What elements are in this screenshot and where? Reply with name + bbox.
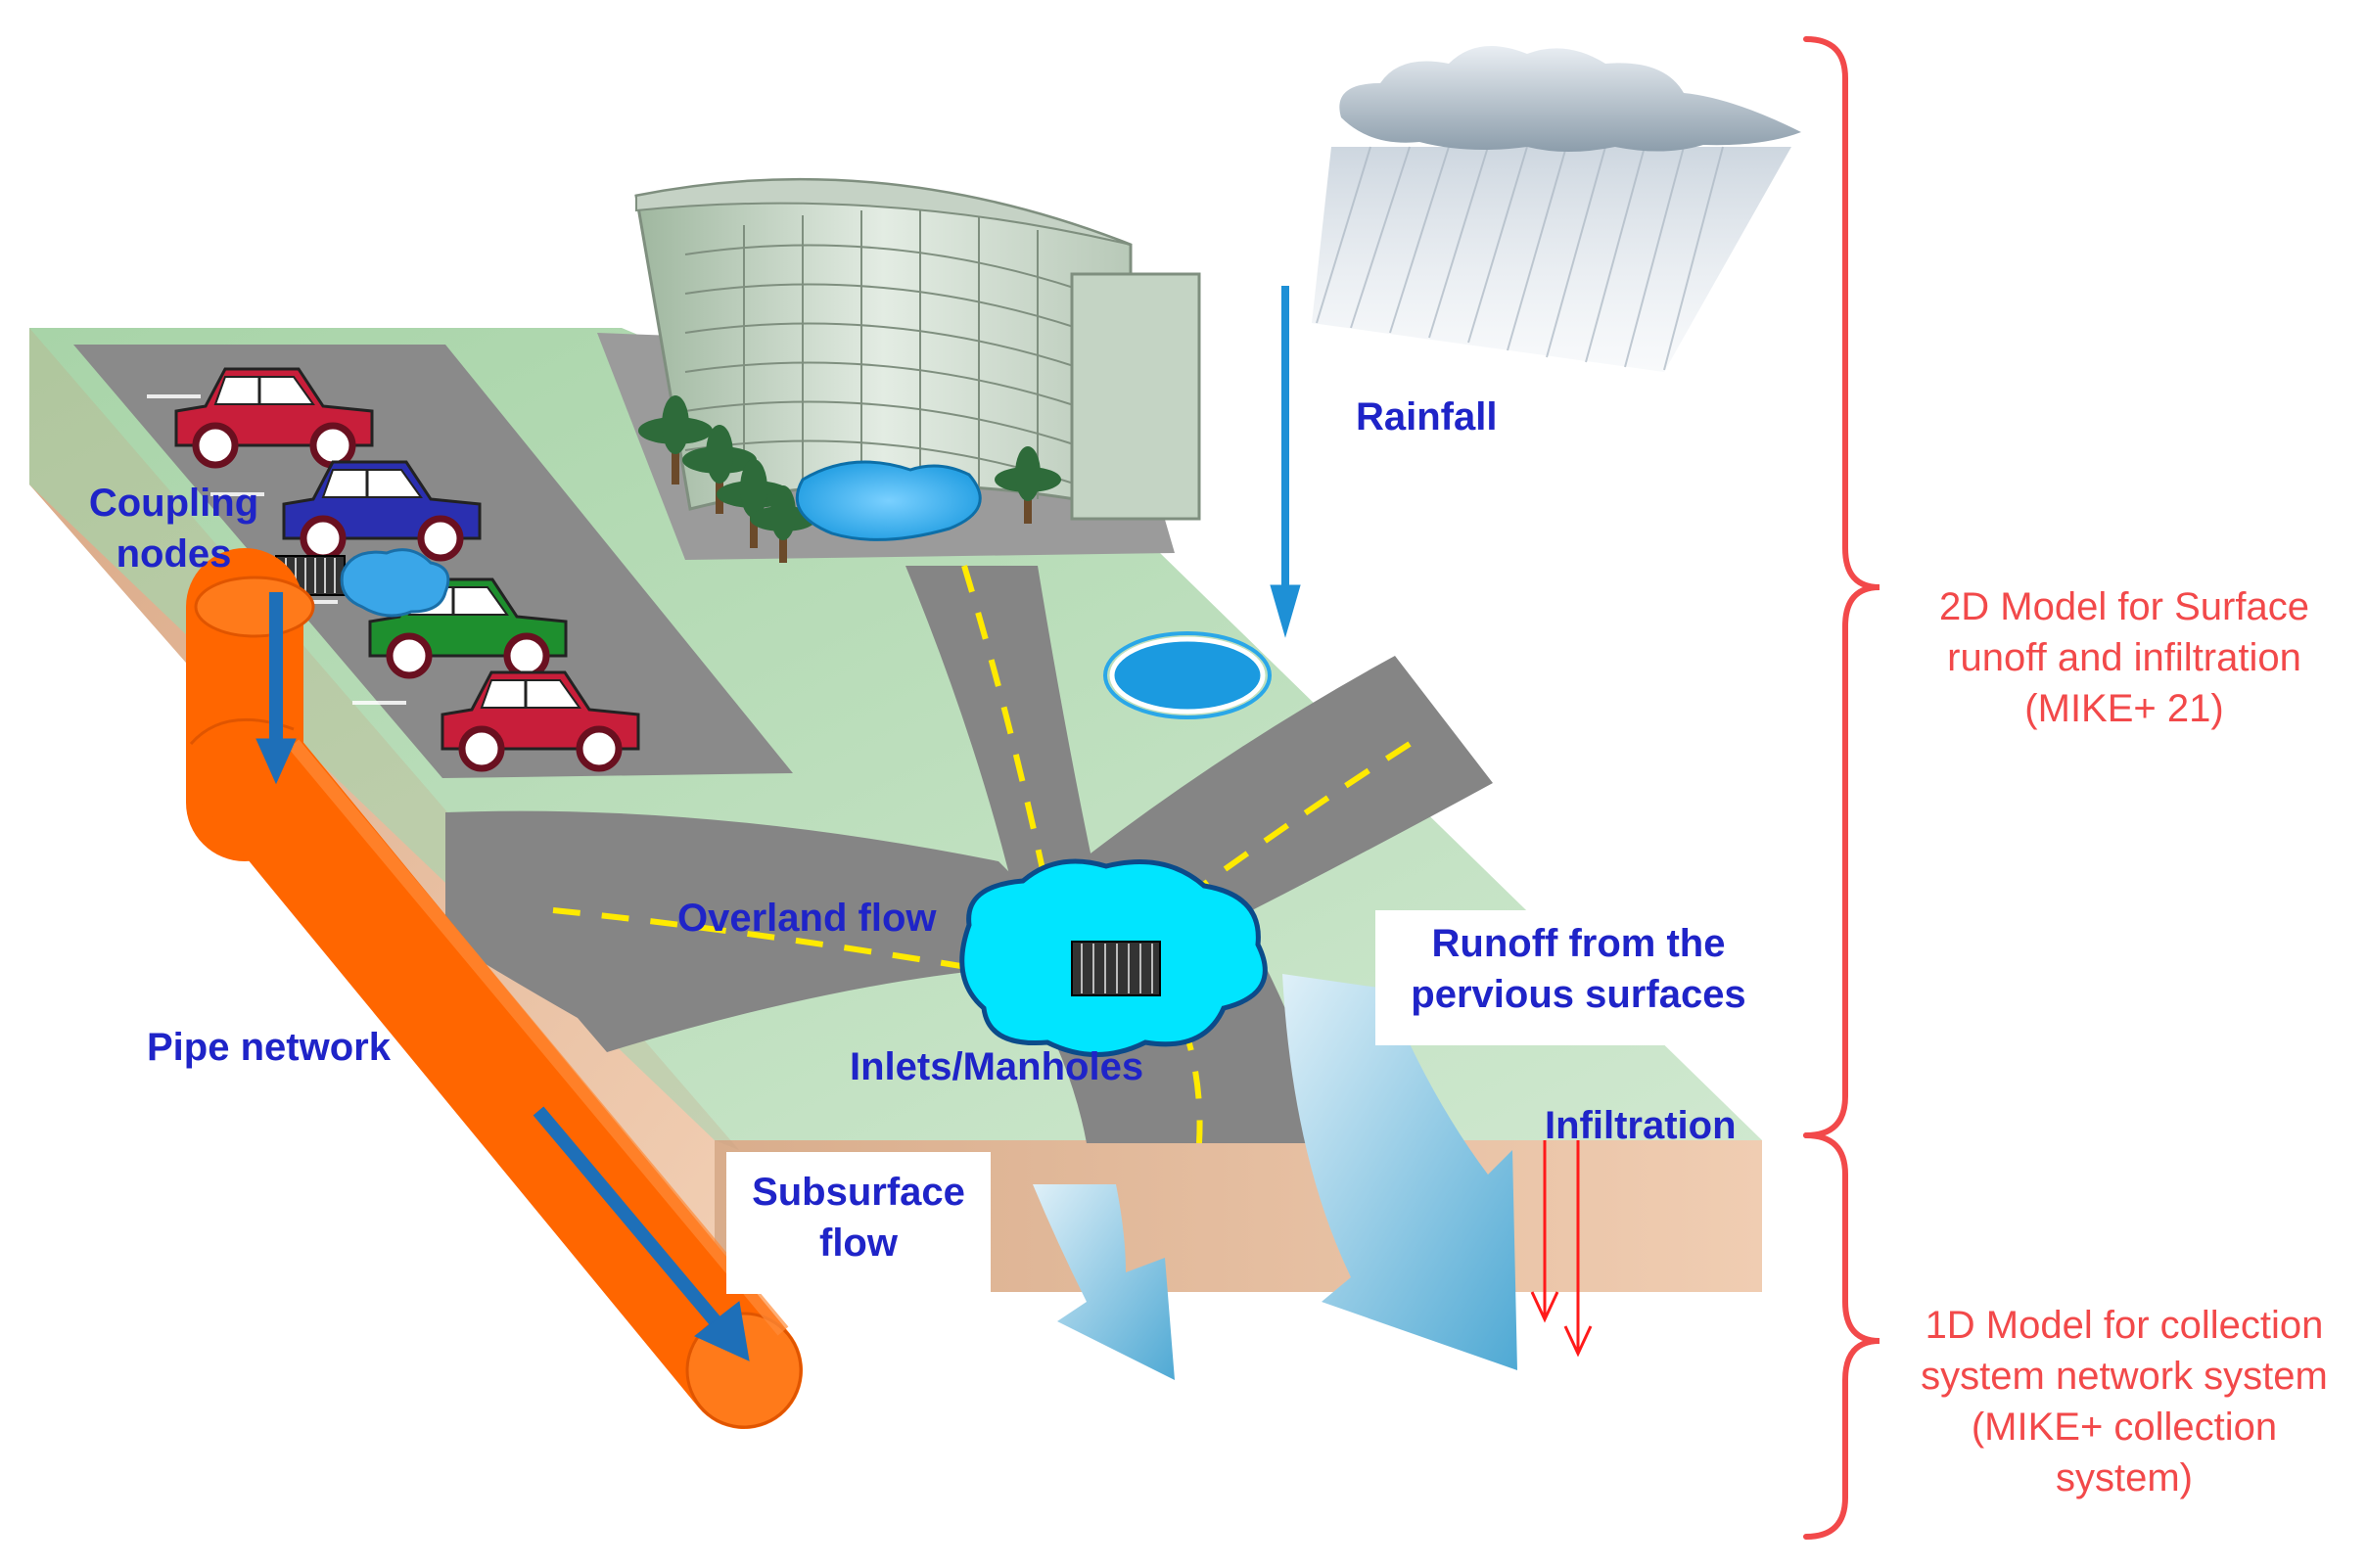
coupling-puddle	[340, 548, 450, 618]
label-pipe-network: Pipe network	[147, 1026, 391, 1069]
pool	[795, 460, 982, 541]
label-rainfall: Rainfall	[1356, 395, 1498, 438]
label-infiltration: Infiltration	[1545, 1104, 1737, 1147]
subsurface-label-box	[726, 1152, 991, 1294]
building	[634, 177, 1201, 521]
label-subsurface-line1: Subsurface	[752, 1171, 965, 1214]
pipe-network	[186, 548, 803, 1429]
bracket-1d-model	[1803, 1132, 1880, 1540]
label-overland-flow: Overland flow	[677, 897, 937, 940]
pond	[1109, 636, 1266, 715]
label-runoff: Runoff from the pervious surfaces	[1375, 918, 1782, 1020]
model-2d-line1: 2D Model for Surface	[1939, 585, 2309, 628]
model-1d-line3: (MIKE+ collection	[1971, 1406, 2278, 1449]
runoff-arrow	[1282, 974, 1517, 1370]
model-2d-line2: runoff and infiltration	[1947, 636, 2301, 679]
model-brackets	[1803, 36, 1880, 1540]
model-1d-line2: system network system	[1921, 1355, 2328, 1398]
pipe-flow-arrows	[255, 592, 750, 1361]
model-1d-line4: system)	[2056, 1456, 2193, 1499]
car-red-1	[174, 367, 374, 469]
subsurface-arrow-1	[1033, 1184, 1175, 1380]
model-2d-line3: (MIKE+ 21)	[2024, 687, 2224, 730]
bracket-2d-model	[1803, 36, 1880, 1138]
label-coupling-nodes: Coupling nodes	[59, 478, 289, 579]
infiltration-arrows	[1530, 1140, 1593, 1358]
label-runoff-line2: pervious surfaces	[1411, 973, 1746, 1016]
label-coupling-nodes-line1: Coupling	[88, 482, 259, 525]
label-subsurface-line2: flow	[819, 1222, 898, 1265]
parking-lot	[73, 345, 793, 778]
model-1d-line1: 1D Model for collection	[1925, 1304, 2324, 1347]
model-2d-surface: 2D Model for Surface runoff and infiltra…	[1889, 581, 2359, 734]
car-red-2	[441, 670, 640, 772]
rain	[1312, 146, 1791, 372]
label-runoff-line1: Runoff from the	[1431, 922, 1726, 965]
label-inlets-manholes: Inlets/Manholes	[850, 1045, 1144, 1088]
car-blue	[282, 460, 482, 562]
palm-trees	[638, 395, 1061, 563]
label-coupling-nodes-line2: nodes	[116, 532, 232, 576]
cloud	[1339, 46, 1801, 152]
runoff-label-box	[1375, 910, 1782, 1045]
label-subsurface-flow: Subsurface flow	[726, 1167, 991, 1268]
model-1d-collection: 1D Model for collection system network s…	[1889, 1300, 2359, 1503]
rainfall-arrow	[1270, 286, 1301, 638]
